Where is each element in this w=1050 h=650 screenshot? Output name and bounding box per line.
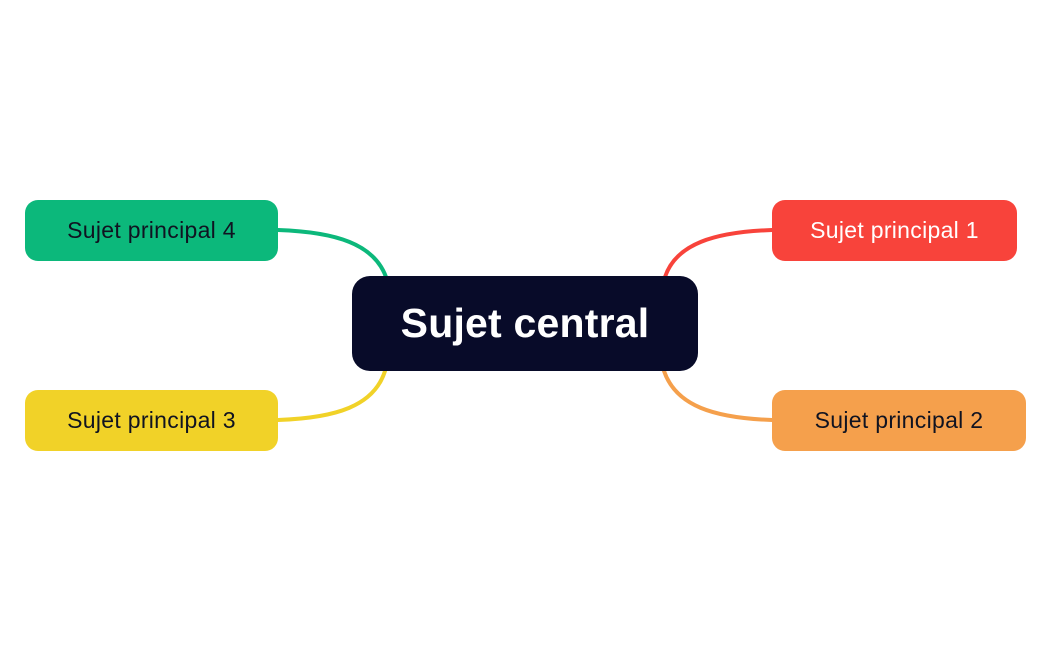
- connector-branch-2: [662, 369, 774, 422]
- branch-node-3[interactable]: Sujet principal 3: [25, 390, 278, 451]
- connector-branch-4: [276, 228, 388, 279]
- branch-node-1-label: Sujet principal 1: [810, 217, 979, 243]
- connector-branch-1: [663, 228, 774, 279]
- connector-branch-3: [276, 369, 387, 422]
- branch-node-3-label: Sujet principal 3: [67, 407, 236, 433]
- branch-node-1[interactable]: Sujet principal 1: [772, 200, 1017, 261]
- branch-node-2[interactable]: Sujet principal 2: [772, 390, 1026, 451]
- central-node-label: Sujet central: [400, 300, 650, 346]
- branch-node-2-label: Sujet principal 2: [814, 407, 984, 433]
- branch-node-4[interactable]: Sujet principal 4: [25, 200, 278, 261]
- branch-node-4-label: Sujet principal 4: [67, 217, 236, 243]
- central-node[interactable]: Sujet central: [352, 276, 698, 371]
